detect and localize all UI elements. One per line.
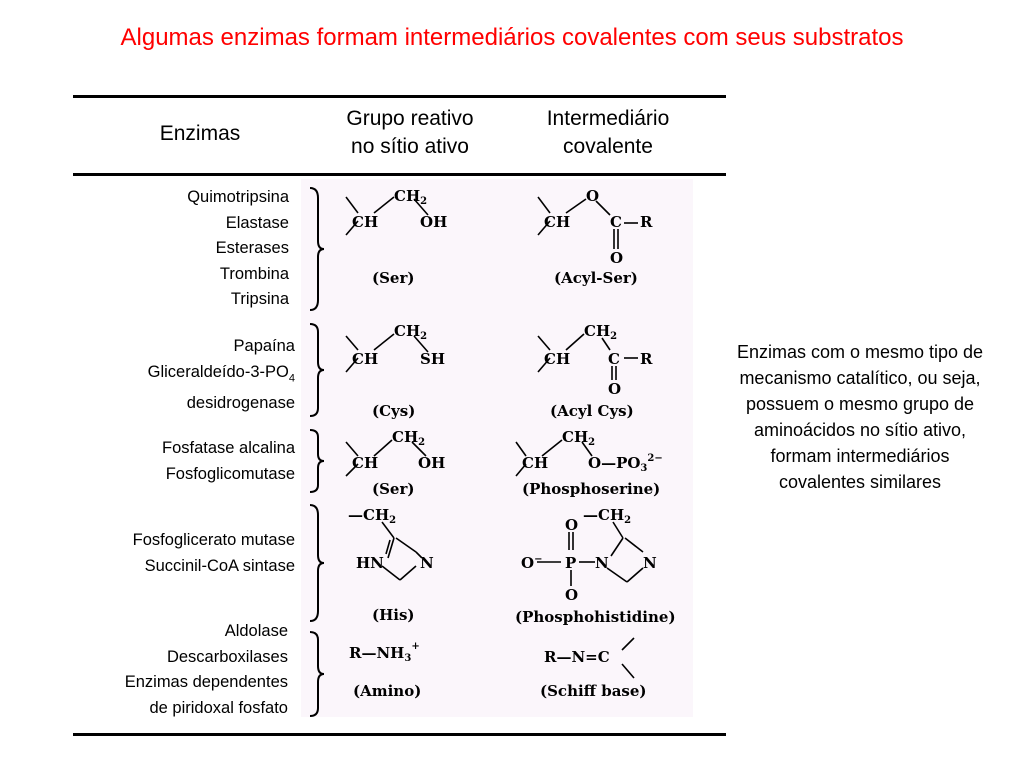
table-header-rule <box>73 173 726 176</box>
atom-oh: OH <box>420 213 447 231</box>
enzyme-name: desidrogenase <box>186 394 295 413</box>
atom-ch2: CH2 <box>562 428 595 448</box>
enzyme-name: de piridoxal fosfato <box>149 698 288 717</box>
group-label: (His) <box>372 606 415 624</box>
enzyme-list-5: Aldolase Descarboxilases Enzimas depende… <box>125 619 288 721</box>
table-top-rule <box>73 95 726 98</box>
enzyme-name: Fosfoglicomutase <box>165 464 295 483</box>
atom-o-minus: O− <box>521 554 542 572</box>
atom-n: N <box>420 554 434 572</box>
table-bottom-rule <box>73 733 726 736</box>
histidine-structure: —CH2 HN N (His) <box>348 506 434 624</box>
atom-ch: CH <box>544 213 570 231</box>
atom-ch: CH <box>352 213 378 231</box>
enzyme-name: Aldolase <box>224 622 288 640</box>
atom-ch2: CH2 <box>394 322 427 342</box>
intermediate-label: (Acyl Cys) <box>550 402 634 420</box>
serine-structure: CH CH2 OH (Ser) <box>345 187 447 287</box>
enzyme-name: Esterases <box>215 239 289 257</box>
header-grupo-reativo: Grupo reativo no sítio ativo <box>346 107 474 158</box>
atom-ch2: CH2 <box>584 322 617 342</box>
acyl-serine-structure: CH O C R O (Acyl-Ser) <box>537 187 653 287</box>
slide-title: Algumas enzimas formam intermediários co… <box>120 24 904 51</box>
intermediate-label: (Phosphohistidine) <box>515 608 676 626</box>
brace-1 <box>309 187 325 311</box>
atom-o-top: O <box>565 516 578 534</box>
atom-r: R <box>640 213 653 231</box>
atom-ch2: —CH2 <box>583 506 631 526</box>
atom-ch2: —CH2 <box>348 506 396 526</box>
phosphohistidine-structure: —CH2 O O− P N N O (Phosphohistidine) <box>515 506 676 626</box>
enzyme-list-2: Papaína Gliceraldeído-3-PO4 desidrogenas… <box>148 334 295 417</box>
atom-c: C <box>608 350 620 368</box>
enzyme-list-4: Fosfoglicerato mutase Succinil-CoA sinta… <box>133 528 295 579</box>
atom-o-carbonyl: O <box>608 380 621 398</box>
header-enzimas: Enzimas <box>159 122 241 145</box>
intermediate-label: (Phosphoserine) <box>522 480 660 498</box>
atom-sh: SH <box>420 350 445 368</box>
atom-ch: CH <box>352 454 378 472</box>
atom-n3: N <box>643 554 657 572</box>
amino-formula: R—NH3+ <box>349 641 420 664</box>
enzyme-list-3: Fosfatase alcalina Fosfoglicomutase <box>162 436 295 487</box>
phosphoserine-structure: CH CH2 O—PO32− (Phosphoserine) <box>515 428 663 498</box>
atom-ch2: CH2 <box>392 428 425 448</box>
mechanism-note: Enzimas com o mesmo tipo de mecanismo ca… <box>736 342 984 492</box>
atom-o-bottom: O <box>565 586 578 604</box>
brace-3 <box>309 429 325 493</box>
atom-oh: OH <box>418 454 445 472</box>
atom-hn: HN <box>356 554 384 572</box>
enzyme-name: Fosfoglicerato mutase <box>132 531 295 549</box>
atom-r: R <box>640 350 653 368</box>
enzyme-name: Trombina <box>219 264 289 283</box>
structures-panel <box>301 179 693 717</box>
atom-ch2: CH2 <box>394 187 427 207</box>
atom-ch: CH <box>544 350 570 368</box>
enzyme-name: Tripsina <box>230 290 289 308</box>
group-label: (Amino) <box>353 682 421 700</box>
enzyme-name: Quimotripsina <box>187 188 289 206</box>
serine-structure-2: CH CH2 OH (Ser) <box>345 428 445 498</box>
enzyme-name: Gliceraldeído-3-PO4 <box>147 362 295 384</box>
atom-n1: N <box>595 554 609 572</box>
schiff-base-structure: R—N=C (Schiff base) <box>540 637 647 700</box>
atom-c: C <box>610 213 622 231</box>
enzyme-name: Papaína <box>233 337 295 355</box>
intermediate-label: (Schiff base) <box>540 682 647 700</box>
brace-4 <box>309 504 325 622</box>
group-label: (Ser) <box>372 269 414 287</box>
atom-p: P <box>565 554 576 572</box>
enzyme-list-1: Quimotripsina Elastase Esterases Trombin… <box>187 185 289 313</box>
atom-ch: CH <box>522 454 548 472</box>
group-label: (Ser) <box>372 480 414 498</box>
brace-2 <box>309 323 325 417</box>
cysteine-structure: CH CH2 SH (Cys) <box>345 322 445 420</box>
brace-5 <box>309 631 325 717</box>
enzyme-name: Fosfatase alcalina <box>162 439 295 457</box>
enzyme-name: Descarboxilases <box>166 647 288 666</box>
atom-ch: CH <box>352 350 378 368</box>
enzyme-name: Succinil-CoA sintase <box>144 556 295 575</box>
acyl-cysteine-structure: CH CH2 C R O (Acyl Cys) <box>537 322 653 420</box>
amino-structure: R—NH3+ (Amino) <box>349 641 421 700</box>
enzyme-name: Enzimas dependentes <box>124 673 288 691</box>
schiff-formula: R—N=C <box>544 648 610 666</box>
header-intermediario: Intermediário covalente <box>546 107 670 158</box>
atom-o-carbonyl: O <box>610 249 623 267</box>
intermediate-label: (Acyl-Ser) <box>554 269 638 287</box>
enzyme-name: Elastase <box>225 213 289 232</box>
atom-o: O <box>586 187 599 205</box>
phosphate-group: O—PO32− <box>588 453 663 474</box>
group-label: (Cys) <box>372 402 415 420</box>
